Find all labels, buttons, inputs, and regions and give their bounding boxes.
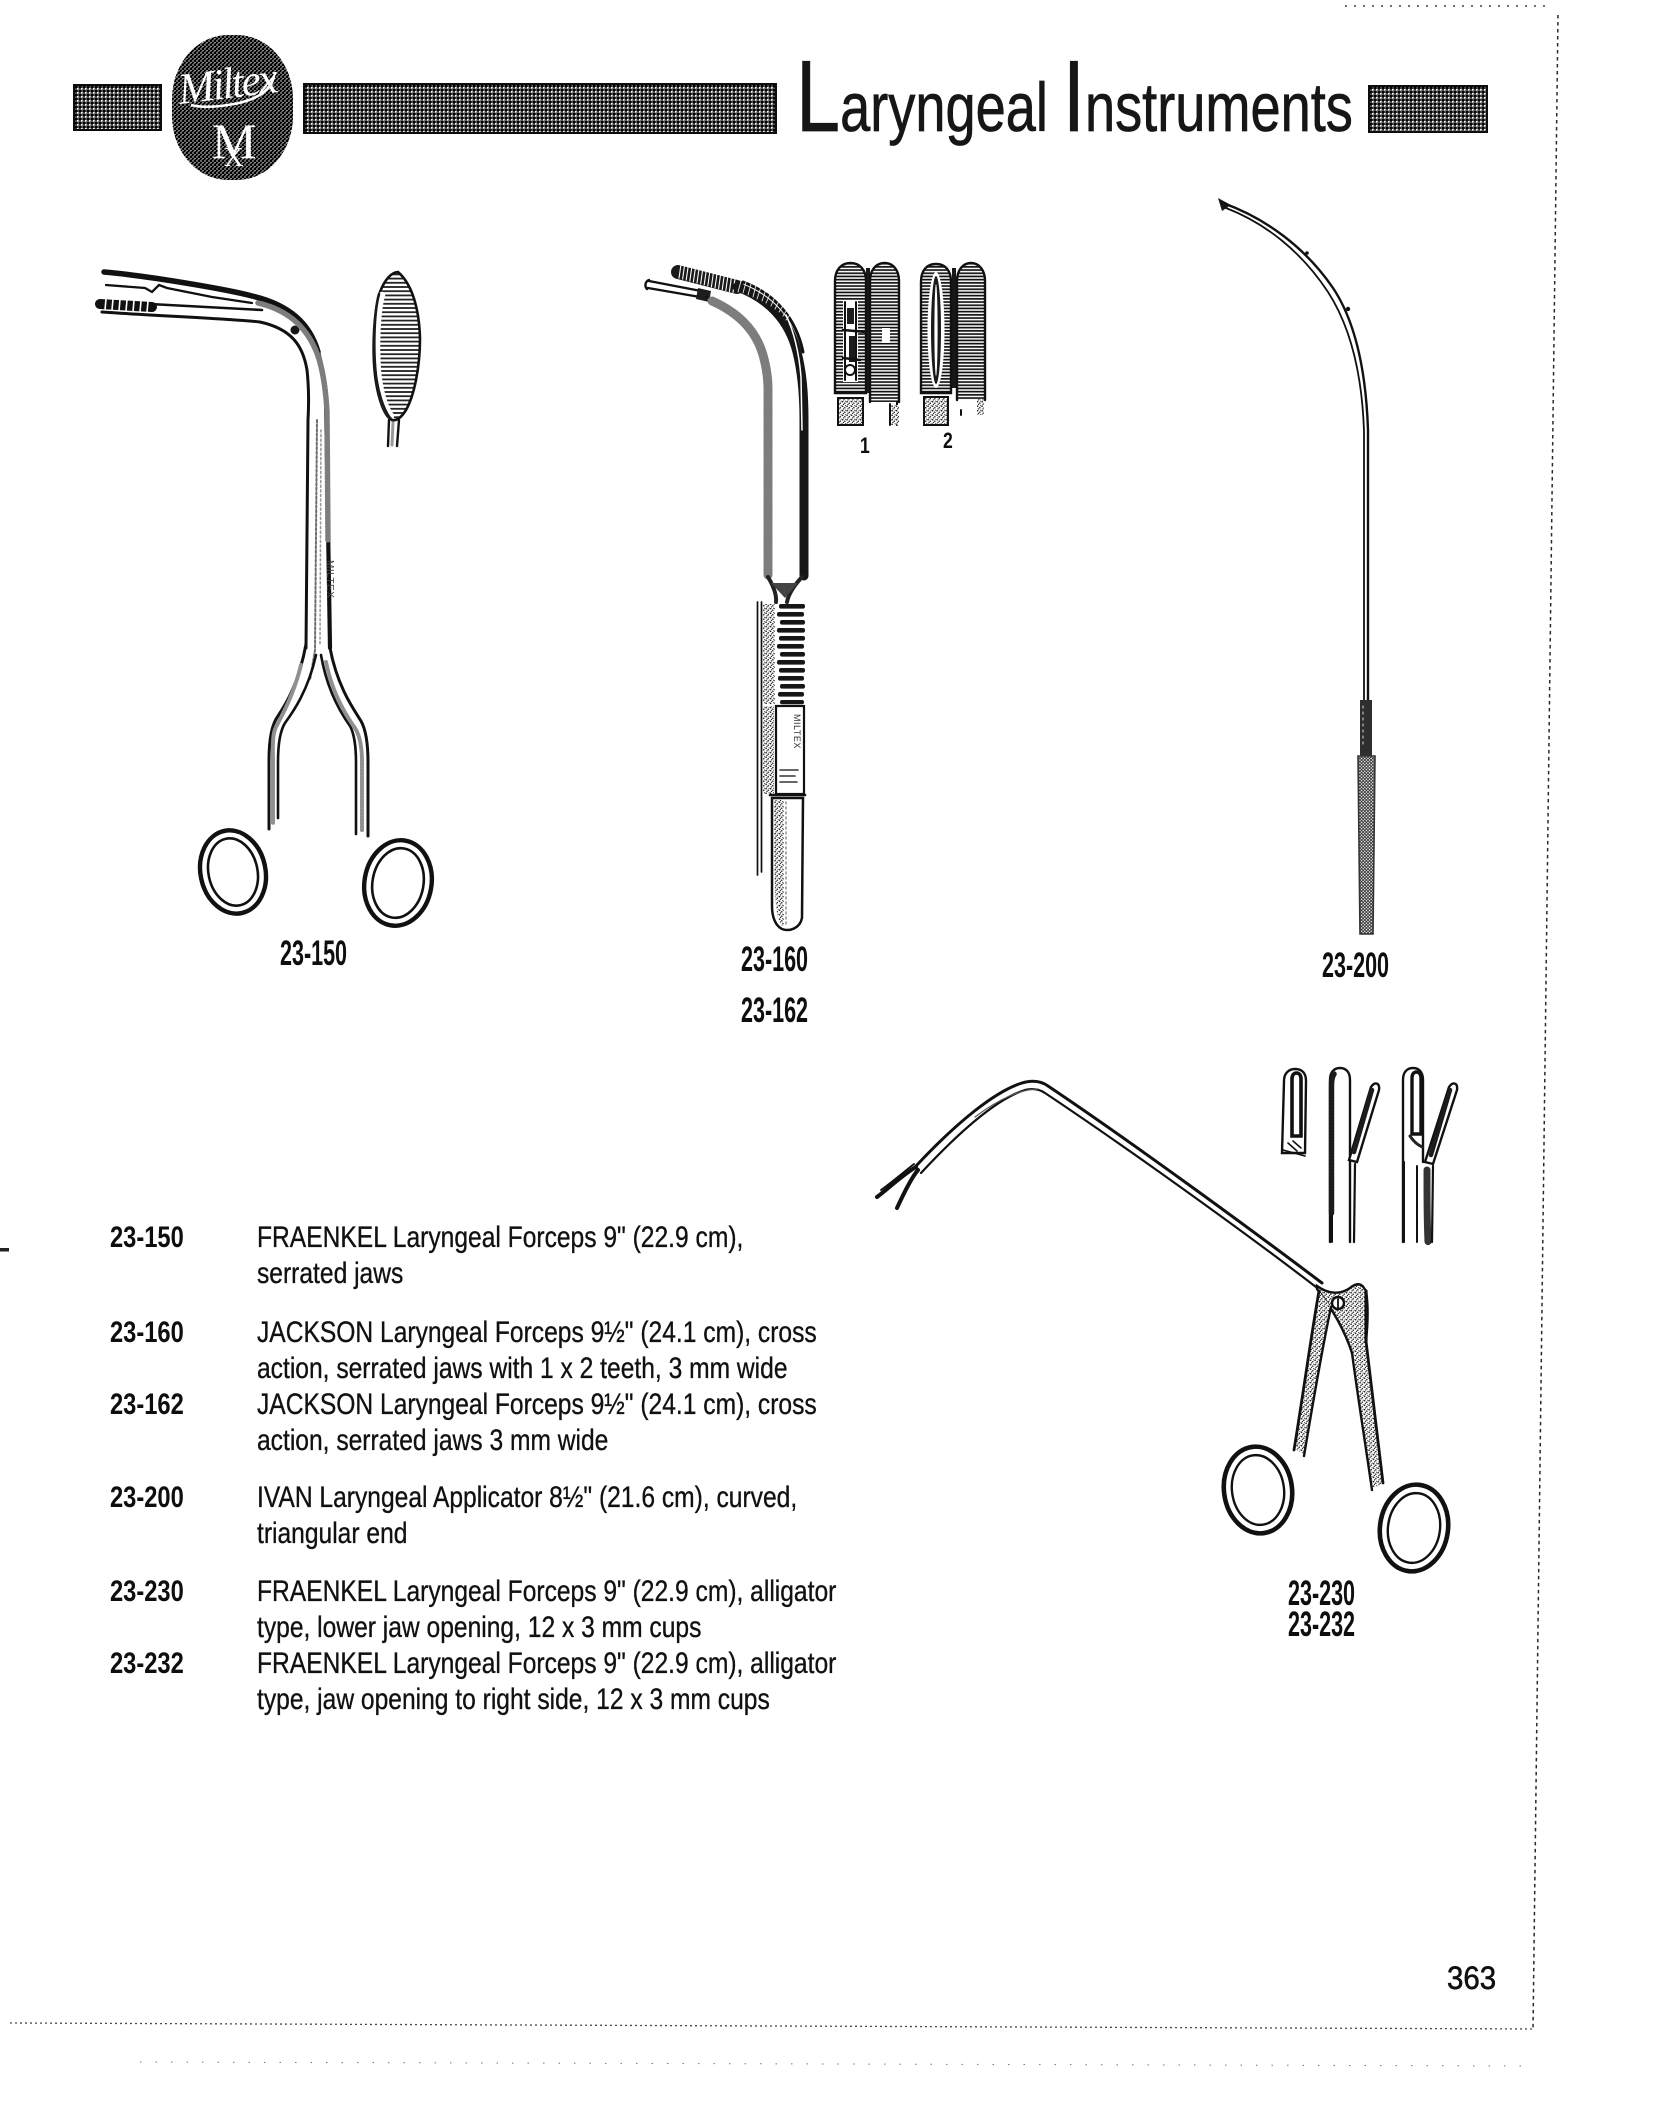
svg-text:M: M — [212, 113, 256, 169]
svg-text:X: X — [224, 142, 244, 172]
svg-text:MILTEX: MILTEX — [792, 714, 802, 749]
svg-text:MILTEX: MILTEX — [324, 560, 335, 598]
